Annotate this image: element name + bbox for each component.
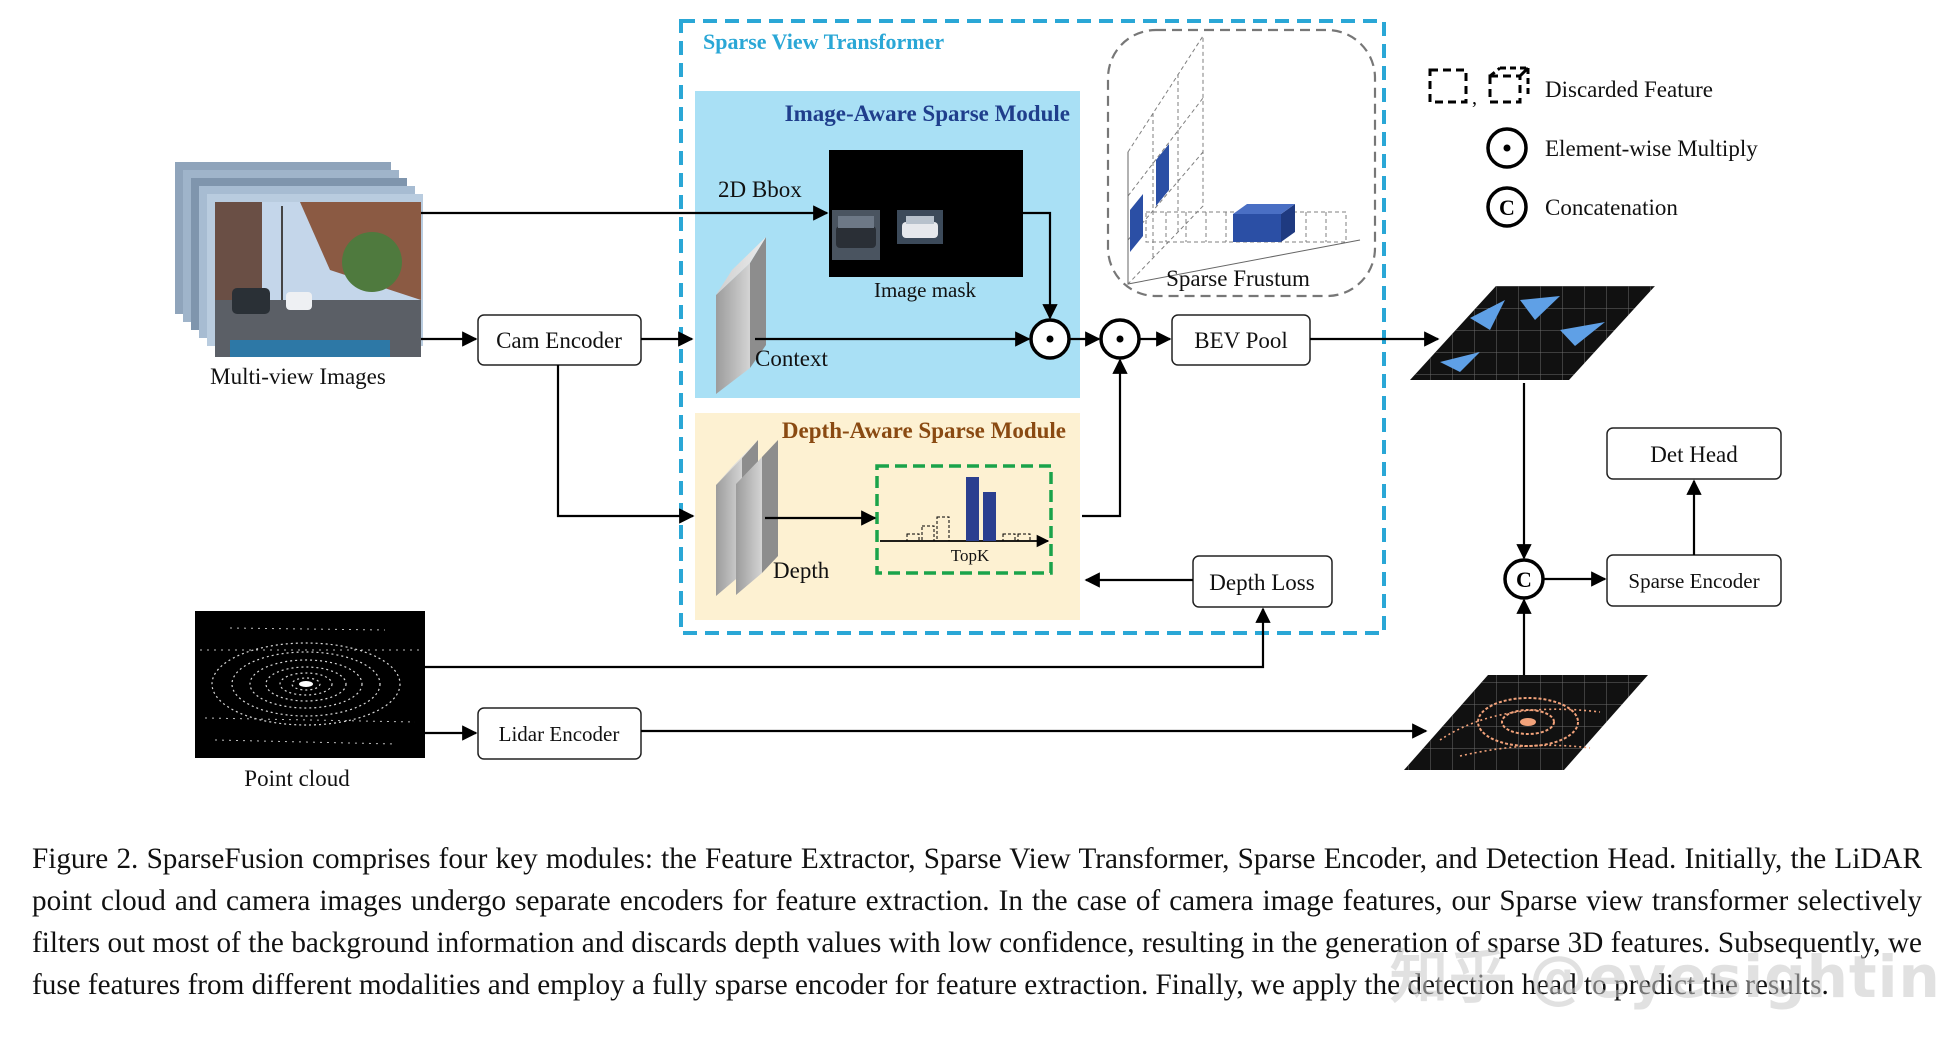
multiply-operator-1 [1029, 318, 1071, 360]
multi-view-images [175, 162, 423, 357]
frustum-occupied-cells [1130, 144, 1295, 252]
svg-text:C: C [1499, 195, 1515, 220]
context-feature-slab [716, 237, 766, 394]
point-cloud-image [195, 611, 425, 758]
legend-concat-label: Concatenation [1545, 195, 1678, 220]
multiply-operator-2 [1099, 318, 1141, 360]
element-wise-multiply-icon [1486, 127, 1528, 169]
connection-arrows [421, 205, 1702, 741]
multi-view-label: Multi-view Images [210, 364, 386, 389]
masked-car-left [832, 210, 880, 260]
bbox-label: 2D Bbox [718, 177, 802, 202]
iasm-title: Image-Aware Sparse Module [785, 101, 1070, 126]
topk-label: TopK [951, 546, 990, 565]
legend-discarded-label: Discarded Feature [1545, 77, 1713, 102]
figure-caption: Figure 2. SparseFusion comprises four ke… [32, 843, 1922, 1001]
lidar-encoder-label: Lidar Encoder [499, 722, 620, 746]
masked-car-right [897, 210, 943, 244]
watermark: 知乎 @eyesighting [1390, 943, 1942, 1011]
topk-histogram [880, 477, 1050, 548]
topk-box [875, 464, 1053, 575]
discarded-feature-icon: , [1428, 66, 1530, 109]
concat-operator: C [1503, 558, 1545, 600]
bev-pool-label: BEV Pool [1194, 328, 1288, 353]
depth-loss-box [1192, 555, 1333, 608]
concatenation-icon: C [1486, 186, 1528, 228]
camera-bev-feature-map [1410, 286, 1655, 380]
svg-text:,: , [1472, 87, 1477, 109]
sparse-frustum-grid [1127, 34, 1361, 286]
lidar-bev-feature-map [1404, 675, 1648, 770]
depth-label: Depth [773, 558, 830, 583]
svt-box [679, 19, 1386, 635]
sparse-frustum-label: Sparse Frustum [1166, 266, 1310, 291]
svg-text:C: C [1516, 567, 1532, 592]
det-head-box [1606, 427, 1782, 480]
det-head-label: Det Head [1650, 442, 1738, 467]
cam-encoder-label: Cam Encoder [496, 328, 622, 353]
sparse-encoder-label: Sparse Encoder [1628, 569, 1759, 593]
context-label: Context [755, 346, 828, 371]
architecture-diagram: Sparse View Transformer Image-Aware Spar… [175, 19, 1782, 791]
depth-feature-slabs [716, 440, 778, 596]
sparse-frustum-box [1106, 28, 1377, 298]
svt-title: Sparse View Transformer [703, 29, 944, 54]
dasm-title: Depth-Aware Sparse Module [782, 418, 1066, 443]
legend: , Discarded Feature Element-wise Multipl… [1428, 66, 1758, 228]
lidar-encoder-box [477, 707, 642, 760]
image-mask-label: Image mask [874, 278, 977, 302]
legend-multiply-label: Element-wise Multiply [1545, 136, 1758, 161]
point-cloud-label: Point cloud [244, 766, 350, 791]
depth-loss-label: Depth Loss [1209, 570, 1314, 595]
